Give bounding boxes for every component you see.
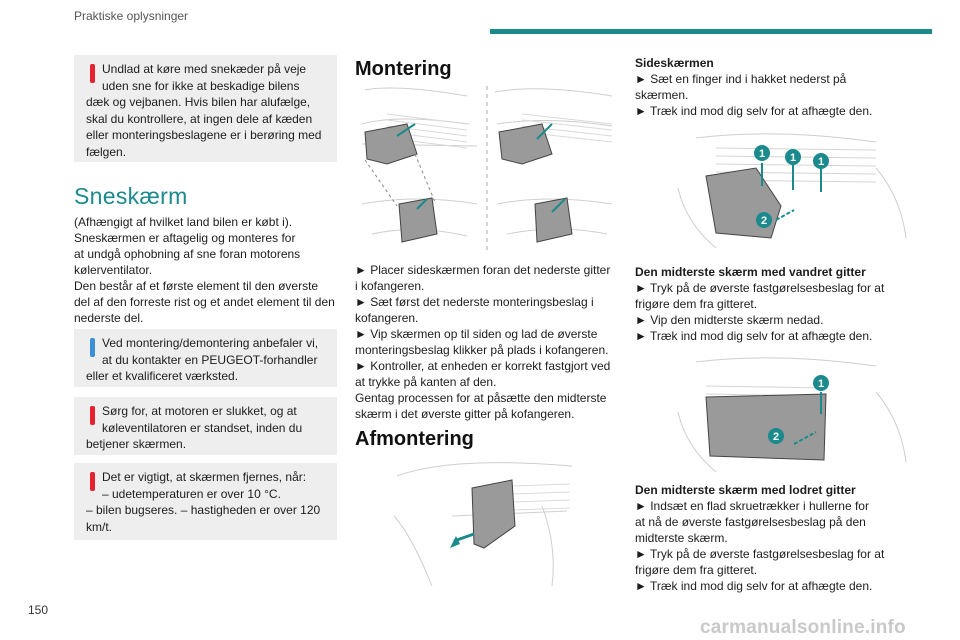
callout-number: 2 — [761, 215, 767, 227]
callout-number: 1 — [818, 156, 824, 168]
warning-text-line: eller monteringsbeslagene er i berøring … — [86, 128, 322, 142]
text-line: Sneskærmen er aftagelig og monteres for — [74, 231, 296, 245]
watermark: carmanualsonline.info — [700, 617, 906, 638]
warning-text-line: Sørg for, at motoren er slukket, og at — [102, 404, 297, 418]
text-line: skærm i det øverste gitter på kofangeren… — [355, 407, 575, 421]
text-line: frigøre dem fra gitteret. — [635, 563, 758, 577]
section-header: Praktiske oplysninger — [74, 9, 189, 23]
warning-icon — [90, 406, 95, 425]
callout-number: 1 — [759, 148, 765, 160]
warning-text-line: uden sne for ikke at beskadige bilens — [102, 78, 300, 93]
warning-text-line: skal du kontrollere, at ingen dele af kæ… — [86, 111, 313, 126]
page-number: 150 — [28, 603, 49, 617]
text-line: ► Vip skærmen op til siden og lad de øve… — [355, 327, 598, 341]
text-line: i kofangeren. — [355, 279, 425, 293]
subsection-title: Den midterste skærm med lodret gitter — [635, 483, 856, 497]
section-title: Sneskærm — [74, 183, 188, 209]
text-line: ► Træk ind mod dig selv for at afhægte d… — [635, 579, 873, 593]
text-line: ► Sæt først det nederste monteringsbesla… — [355, 295, 594, 309]
text-line: ► Indsæt en flad skruetrækker i hullerne… — [635, 499, 869, 513]
info-icon — [90, 338, 95, 357]
warning-icon — [90, 472, 95, 491]
info-text-line: eller et kvalificeret værksted. — [86, 369, 239, 383]
header-accent-bar — [490, 29, 932, 34]
text-line: ► Træk ind mod dig selv for at afhægte d… — [635, 329, 873, 343]
horizontal-grille-illustration: 1 2 — [677, 357, 907, 473]
text-line: (Afhængigt af hvilket land bilen er købt… — [74, 215, 293, 229]
warning-box-remove: Det er vigtigt, at skærmen fjernes, når:… — [74, 463, 337, 540]
side-screen-section: Sideskærmen ► Sæt en finger ind i hakket… — [635, 55, 905, 119]
info-text-line: at du kontakter en PEUGEOT-forhandler — [102, 352, 318, 367]
text-line: midterste skærm. — [635, 531, 728, 545]
warning-text-line: betjener skærmen. — [86, 437, 187, 451]
text-line: ► Sæt en finger ind i hakket nederst på — [635, 72, 847, 86]
warning-text-line: køleventilatoren er standset, inden du — [102, 420, 303, 435]
warning-text-line: – hastigheden er over 120 km/t. — [86, 503, 321, 534]
side-screen-illustration: 1 1 1 2 — [677, 133, 907, 249]
text-line: Gentag processen for at påsætte den midt… — [355, 391, 607, 405]
info-text-line: Ved montering/demontering anbefaler vi, — [102, 336, 319, 350]
warning-text-line: Undlad at køre med snekæder på veje — [102, 62, 307, 76]
text-line: kølerventilator. — [74, 263, 153, 277]
subsection-title: Sideskærmen — [635, 56, 714, 70]
text-line: nederste del. — [74, 311, 144, 325]
warning-text-line: fælgen. — [86, 144, 127, 159]
callout-number: 1 — [790, 152, 796, 164]
warning-box-snow-chains: Undlad at køre med snekæder på veje uden… — [74, 55, 337, 162]
subsection-title: Den midterste skærm med vandret gitter — [635, 265, 866, 279]
callout-number: 1 — [818, 378, 824, 390]
mount-illustration — [357, 84, 617, 254]
text-line: del af den forreste rist og et andet ele… — [74, 295, 335, 309]
dismount-illustration — [393, 462, 573, 587]
text-line: ► Tryk på de øverste fastgørelsesbeslag … — [635, 281, 885, 295]
text-line: at undgå ophobning af sne foran motorens — [74, 247, 301, 261]
warning-box-engine: Sørg for, at motoren er slukket, og at k… — [74, 397, 337, 455]
text-line: ► Vip den midterste skærm nedad. — [635, 313, 824, 327]
dismount-title: Afmontering — [355, 428, 474, 450]
text-line: monteringsbeslag klikker på plads i kofa… — [355, 343, 609, 357]
vertical-grille-section: Den midterste skærm med lodret gitter ► … — [635, 482, 905, 594]
info-box-dealer: Ved montering/demontering anbefaler vi, … — [74, 329, 337, 387]
mount-steps: ► Placer sideskærmen foran det nederste … — [355, 262, 620, 422]
text-line: ► Tryk på de øverste fastgørelsesbeslag … — [635, 547, 885, 561]
warning-text-line: – bilen bugseres. — [86, 503, 178, 517]
text-line: ► Placer sideskærmen foran det nederste … — [355, 263, 611, 277]
callout-number: 2 — [773, 431, 779, 443]
text-line: frigøre dem fra gitteret. — [635, 297, 758, 311]
text-line: at nå de øverste fastgørelsesbeslag på d… — [635, 515, 866, 529]
text-line: ► Kontroller, at enheden er korrekt fast… — [355, 359, 611, 373]
intro-paragraph: (Afhængigt af hvilket land bilen er købt… — [74, 214, 354, 326]
warning-text-line: dæk og vejbanen. Hvis bilen har alufælge… — [86, 95, 311, 109]
warning-text-line: Det er vigtigt, at skærmen fjernes, når: — [102, 470, 307, 484]
text-line: ► Træk ind mod dig selv for at afhægte d… — [635, 104, 873, 118]
text-line: kofangeren. — [355, 311, 419, 325]
text-line: skærmen. — [635, 88, 689, 102]
text-line: Den består af et første element til den … — [74, 279, 319, 293]
horizontal-grille-section: Den midterste skærm med vandret gitter ►… — [635, 264, 905, 344]
warning-icon — [90, 64, 95, 83]
text-line: at trykke på kanten af den. — [355, 375, 497, 389]
warning-text-line: – udetemperaturen er over 10 °C. — [102, 486, 281, 501]
mount-title: Montering — [355, 58, 452, 80]
